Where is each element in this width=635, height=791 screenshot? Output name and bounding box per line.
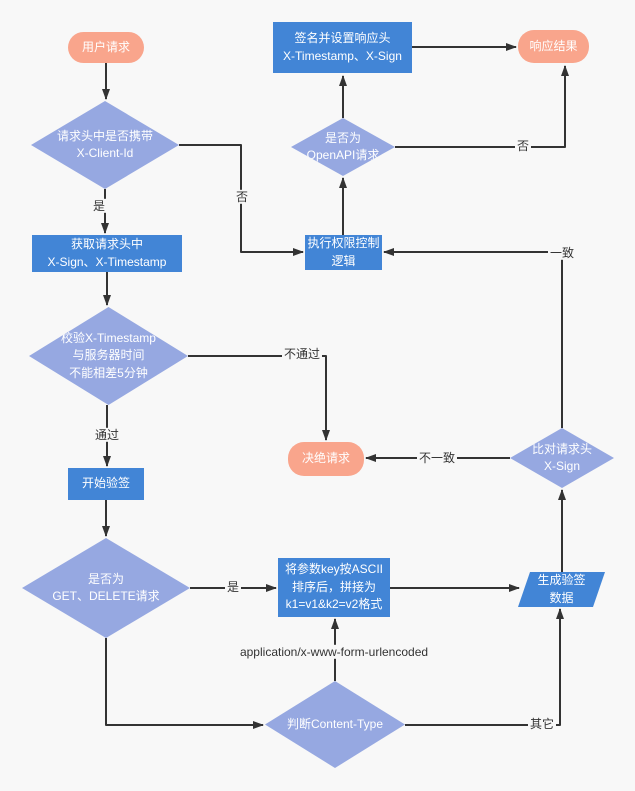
node-sort-params: 将参数key按ASCII 排序后，拼接为 k1=v1&k2=v2格式 <box>278 558 390 617</box>
edge-label-yes-clientid: 是 <box>90 198 108 214</box>
node-response-result: 响应结果 <box>518 30 589 63</box>
node-user-request: 用户请求 <box>68 32 144 63</box>
edge-label-other: 其它 <box>527 716 557 732</box>
edge-label-no-clientid: 否 <box>233 189 251 205</box>
edge-method-no <box>105 638 264 729</box>
edge-timestamp-fail <box>188 355 330 441</box>
edge-label-fail: 不通过 <box>281 346 323 362</box>
edge-label-form-urlencoded: application/x-www-form-urlencoded <box>237 644 431 660</box>
node-permission-logic: 执行权限控制逻辑 <box>305 235 382 270</box>
node-get-headers: 获取请求头中 X-Sign、X-Timestamp <box>32 235 182 272</box>
node-reject-request: 决绝请求 <box>288 442 364 476</box>
node-sign-response: 签名并设置响应头 X-Timestamp、X-Sign <box>273 22 412 73</box>
edge-compare-match <box>383 248 563 428</box>
edge-contenttype-other <box>405 608 564 726</box>
edge-label-yes-method: 是 <box>224 579 242 595</box>
edge-label-match: 一致 <box>547 245 577 261</box>
edge-openapi-no <box>395 65 569 148</box>
edge-label-pass: 通过 <box>92 427 122 443</box>
edge-label-mismatch: 不一致 <box>416 450 458 466</box>
node-gen-sign-data: 生成验签数据 <box>518 572 605 607</box>
node-start-verify: 开始验签 <box>68 468 144 500</box>
edge-label-no-openapi: 否 <box>514 138 532 154</box>
